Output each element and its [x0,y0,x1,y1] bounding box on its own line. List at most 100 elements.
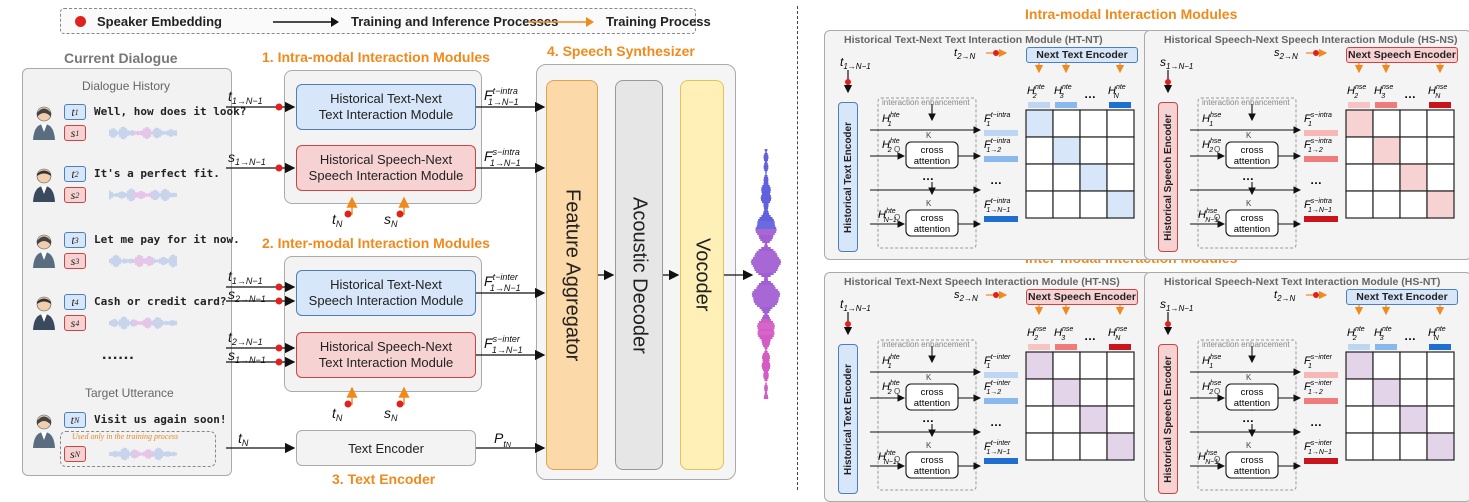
turn-text: Well, how does it look? [94,105,247,118]
svg-text:sN: sN [384,211,398,229]
dialogue-ellipsis: ...... [102,346,135,363]
svg-text:cross: cross [1241,387,1264,398]
main-arrows: t1→N−1 s1→N−1 t1→N−1 s2→N−1 t2→N−1 s1→N−… [226,86,782,454]
waveform-icon [109,126,177,140]
svg-text:s2→N: s2→N [1274,47,1298,61]
feature-aggregator-label: Feature Aggregator [561,188,584,362]
htns-line1: Historical Text-Next [330,277,442,292]
waveform-icon [109,316,177,330]
avatar [30,166,58,209]
hs-nt-next-encoder-label: Next Text Encoder [1356,291,1448,303]
turn-text: Cash or credit card? [94,295,227,308]
svg-text:attention: attention [1234,398,1270,409]
ht-ns-hist-encoder-label: Historical Text Encoder [842,363,854,475]
legend-train-infer: Training and Inference Processes [351,14,559,29]
svg-text:attention: attention [914,398,950,409]
hs-nt-hist-encoder-label: Historical Speech Encoder [1162,355,1174,483]
svg-text:cross: cross [921,213,944,224]
svg-text:t1→N−1: t1→N−1 [840,55,871,71]
hs-ns-hist-encoder: Historical Speech Encoder [1158,102,1178,252]
svg-text:attention: attention [914,156,950,167]
acoustic-decoder-label: Acoustic Decoder [628,196,651,354]
svg-text:…: … [1310,415,1322,429]
svg-text:…: … [990,415,1002,429]
svg-text:attention: attention [1234,156,1270,167]
legend: Speaker Embedding Training and Inference… [60,8,711,34]
ht-nt-hist-encoder-label: Historical Text Encoder [842,121,854,233]
svg-text:cross: cross [921,387,944,398]
hs-nt-title: Historical Speech-Next Text Interaction … [1164,276,1441,288]
svg-text:K: K [1246,373,1252,382]
svg-text:K: K [1246,199,1252,208]
legend-speaker-embedding: Speaker Embedding [97,14,222,29]
svg-text:Q: Q [894,145,900,154]
avatar [30,294,58,337]
orange-arrow-icon [528,17,594,27]
ht-nt-title: Historical Text-Next Text Interaction Mo… [844,34,1103,46]
svg-text:K: K [1246,441,1252,450]
avatar [30,104,58,147]
svg-text:…: … [1084,329,1096,343]
dialogue-title: Current Dialogue [64,50,178,66]
ht-ns-title: Historical Text-Next Speech Interaction … [844,276,1120,288]
dialogue-panel [22,68,232,476]
svg-text:K: K [926,373,932,382]
hsnt-line2: Text Interaction Module [318,355,454,370]
svg-text:t2→N−1: t2→N−1 [228,329,263,347]
hsnt-line1: Historical Speech-Next [319,339,453,354]
ht-ns-next-encoder-label: Next Speech Encoder [1028,291,1136,303]
ht-ns-interaction-enhancement: interaction enhancement [882,340,970,349]
section-divider [797,6,798,490]
svg-text:cross: cross [1241,145,1264,156]
right-intra-title: Intra-modal Interaction Modules [1025,6,1238,22]
svg-text:t2→N: t2→N [954,47,976,61]
svg-text:tN: tN [238,430,249,448]
waveform-icon [109,447,177,461]
svg-text:…: … [922,169,934,183]
target-utterance-text: Visit us again soon! [94,413,227,426]
svg-text:…: … [990,173,1002,187]
text-encoder-title: 3. Text Encoder [332,471,436,487]
htnt-line1: Historical Text-Next [330,91,442,106]
target-utterance-label: Target Utterance [85,386,174,400]
hsns-module: Historical Speech-Next Speech Interactio… [296,145,476,191]
hs-nt-hist-encoder: Historical Speech Encoder [1158,344,1178,494]
svg-text:t1→N−1: t1→N−1 [228,88,263,106]
svg-text:Q: Q [1214,387,1220,396]
hs-ns-interaction-enhancement: interaction enhancement [1202,98,1290,107]
avatar [30,412,58,455]
waveform-icon [109,254,177,268]
svg-text:…: … [922,411,934,425]
inter-modal-title: 2. Inter-modal Interaction Modules [262,235,490,251]
svg-text:tN: tN [332,405,343,423]
svg-text:…: … [1084,87,1096,101]
svg-text:…: … [1242,169,1254,183]
svg-text:Q: Q [1214,455,1220,464]
